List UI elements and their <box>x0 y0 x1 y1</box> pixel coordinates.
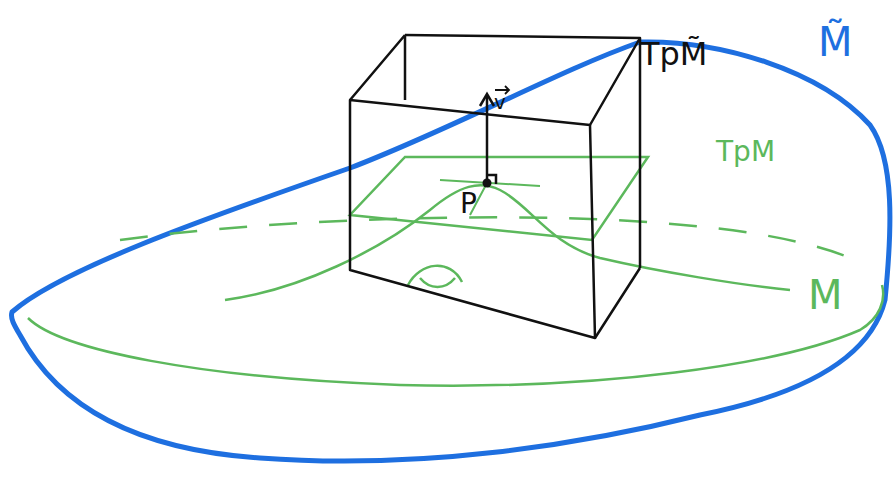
point-label: P <box>460 190 477 218</box>
ambient-manifold <box>11 42 889 461</box>
tangent-cube <box>350 35 640 338</box>
submanifold-curve <box>225 185 790 300</box>
normal-vector <box>480 94 496 184</box>
point-p <box>483 179 492 188</box>
submanifold-hole <box>408 266 462 287</box>
submanifold-label: M <box>808 275 843 315</box>
tangent-space-label: TpM̃ <box>640 38 707 70</box>
tangent-plane-label: TpM <box>716 138 775 166</box>
submanifold-back <box>120 217 860 262</box>
tangent-plane <box>350 157 648 240</box>
ambient-manifold-label: M̃ <box>818 22 853 62</box>
vector-label: v <box>494 92 506 112</box>
